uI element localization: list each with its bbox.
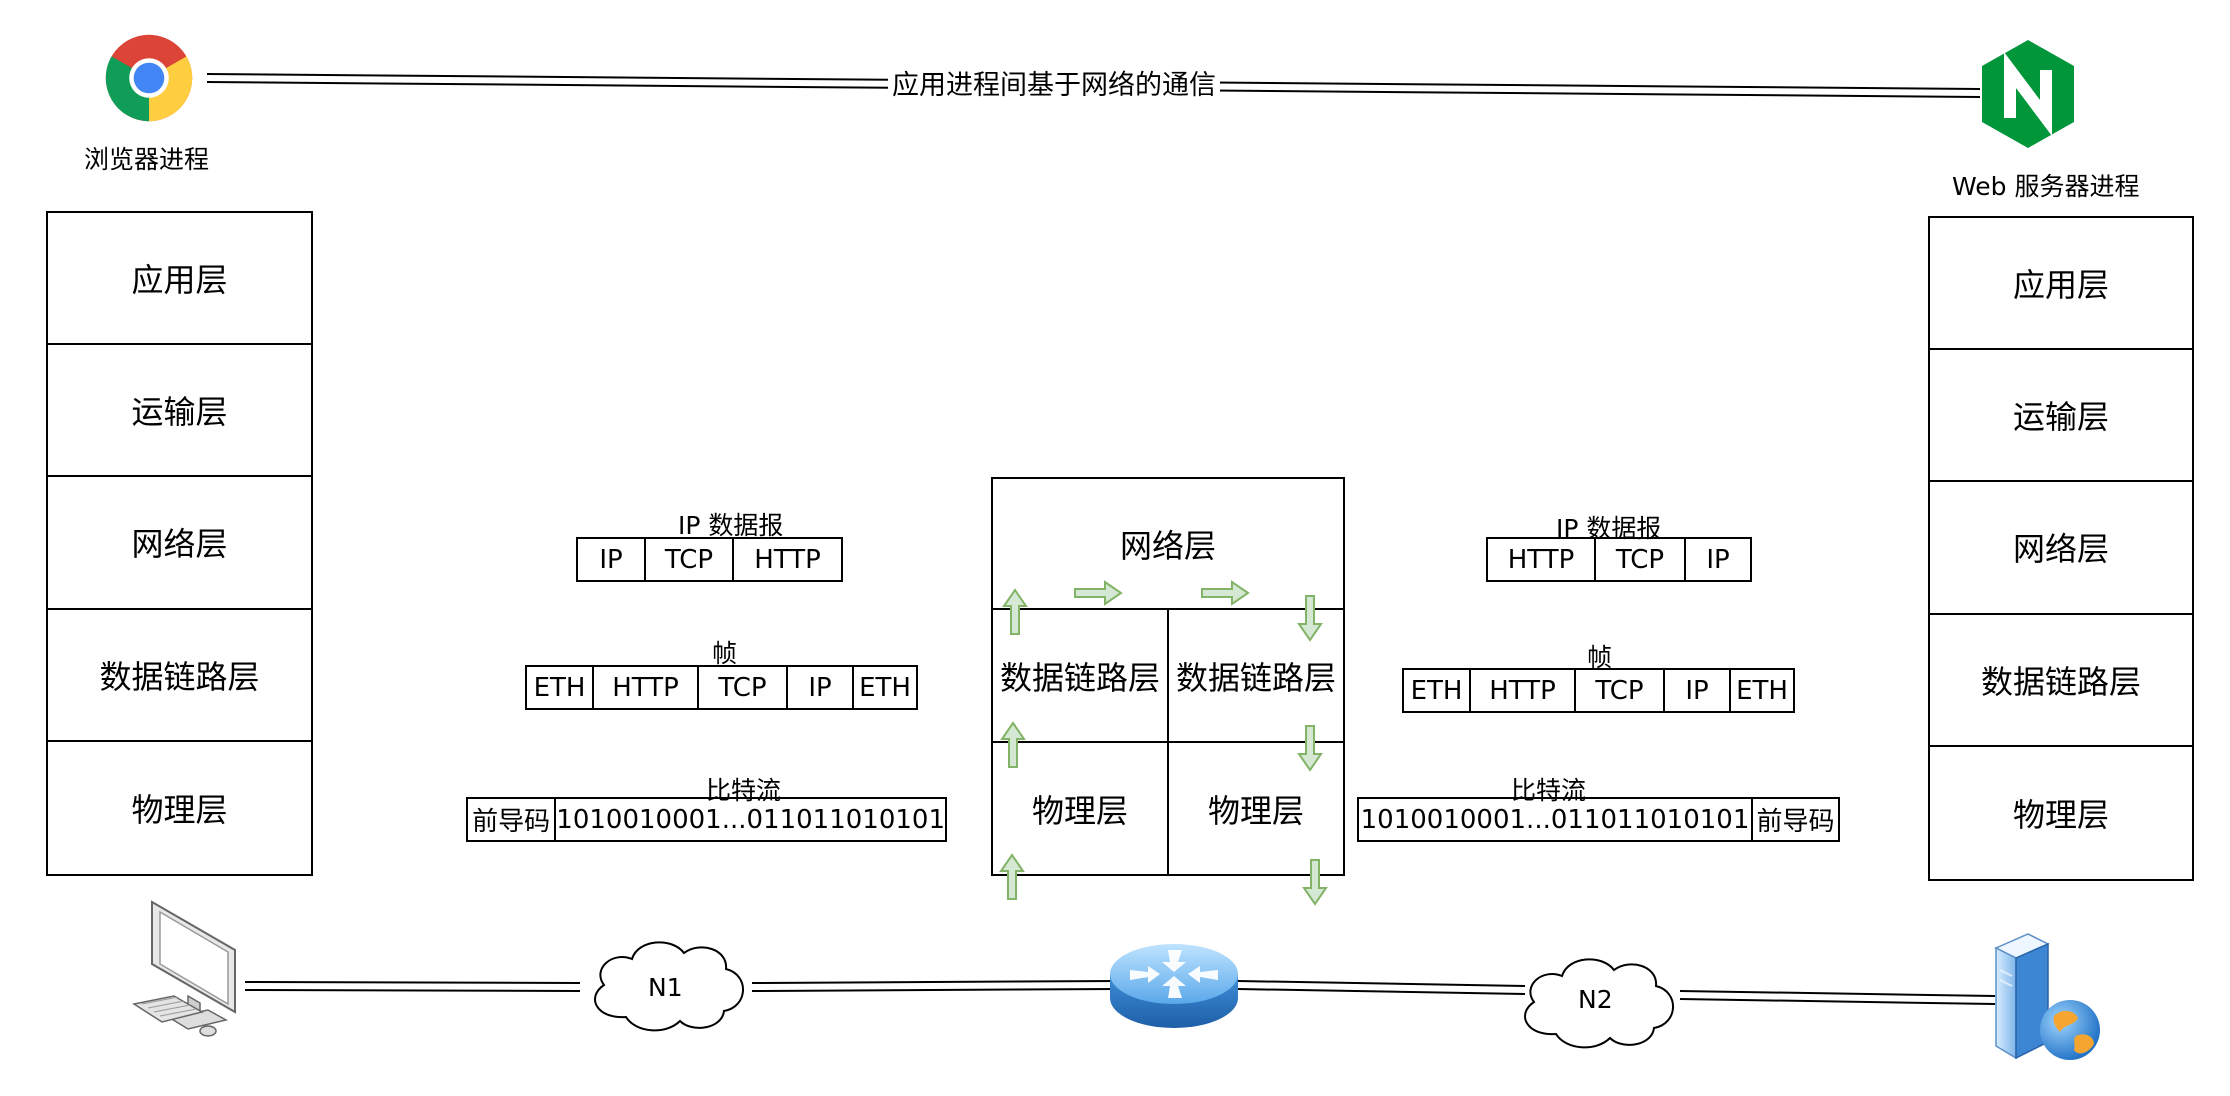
bitstream: 1010010001...011011010101 前导码 bbox=[1357, 797, 1840, 842]
frame: ETH HTTP TCP IP ETH bbox=[525, 665, 918, 710]
router-protocol-stack: 网络层 数据链路层 数据链路层 物理层 物理层 bbox=[991, 477, 1345, 876]
browser-process-label: 浏览器进程 bbox=[84, 145, 210, 174]
router-physical-right: 物理层 bbox=[1207, 791, 1304, 830]
eth-trailer: ETH bbox=[1736, 675, 1788, 706]
datalink-layer: 数据链路层 bbox=[1930, 615, 2192, 747]
datalink-layer: 数据链路层 bbox=[48, 610, 311, 742]
ip-datagram: HTTP TCP IP bbox=[1486, 537, 1752, 582]
arrow-down-icon bbox=[1303, 859, 1327, 905]
network-link bbox=[244, 980, 1996, 1005]
frame: ETH HTTP TCP IP ETH bbox=[1402, 668, 1795, 713]
router-network-layer: 网络层 bbox=[993, 479, 1343, 610]
arrow-up-icon bbox=[1000, 854, 1024, 900]
computer-icon bbox=[132, 900, 236, 1037]
ip-header: IP bbox=[578, 539, 646, 580]
eth-trailer: ETH bbox=[859, 672, 911, 703]
chrome-icon bbox=[105, 34, 193, 122]
physical-layer: 物理层 bbox=[131, 790, 228, 829]
cloud-icon bbox=[1524, 958, 1674, 1049]
bitstream: 前导码 1010010001...011011010101 bbox=[466, 797, 947, 842]
ip-header: IP bbox=[1706, 544, 1730, 575]
physical-layer: 物理层 bbox=[2012, 795, 2109, 834]
bitstream-caption: 比特流 bbox=[706, 776, 782, 805]
ip-datagram-caption: IP 数据报 bbox=[678, 511, 784, 540]
ip-datagram: IP TCP HTTP bbox=[576, 537, 843, 582]
http-data: HTTP bbox=[594, 667, 699, 708]
preamble: 前导码 bbox=[468, 799, 557, 840]
tcp-header: TCP bbox=[1596, 539, 1686, 580]
tcp-header: TCP bbox=[699, 667, 788, 708]
web-server-process-label: Web 服务器进程 bbox=[1952, 172, 2140, 201]
frame-caption: 帧 bbox=[1587, 643, 1613, 672]
frame-caption: 帧 bbox=[712, 639, 738, 668]
network-layer: 网络层 bbox=[1930, 482, 2192, 615]
ip-header: IP bbox=[1665, 670, 1731, 711]
ip-header: IP bbox=[788, 667, 854, 708]
network-n1-label: N1 bbox=[648, 973, 683, 1002]
bits: 1010010001...011011010101 bbox=[556, 804, 945, 835]
browser-protocol-stack: 应用层 运输层 网络层 数据链路层 物理层 bbox=[46, 211, 313, 876]
http-data: HTTP bbox=[1488, 539, 1596, 580]
server-icon bbox=[1994, 933, 2100, 1060]
arrow-down-icon bbox=[1298, 725, 1322, 771]
arrow-right-icon bbox=[1074, 581, 1122, 605]
arrow-down-icon bbox=[1298, 595, 1322, 641]
tcp-header: TCP bbox=[1576, 670, 1665, 711]
network-layer: 网络层 bbox=[48, 477, 311, 610]
router-datalink-right: 数据链路层 bbox=[1169, 610, 1343, 743]
router-physical-left: 物理层 bbox=[993, 743, 1169, 874]
preamble: 前导码 bbox=[1756, 807, 1835, 837]
communication-title: 应用进程间基于网络的通信 bbox=[888, 63, 1220, 102]
application-layer: 应用层 bbox=[1930, 218, 2192, 351]
flow-arrows bbox=[1000, 581, 1327, 905]
cloud-icon bbox=[594, 941, 744, 1032]
bitstream-caption: 比特流 bbox=[1511, 776, 1587, 805]
tcp-header: TCP bbox=[646, 539, 734, 580]
eth-header: ETH bbox=[1404, 670, 1471, 711]
http-data: HTTP bbox=[1471, 670, 1576, 711]
transport-layer: 运输层 bbox=[48, 345, 311, 478]
router-datalink-left: 数据链路层 bbox=[993, 610, 1169, 743]
eth-header: ETH bbox=[527, 667, 594, 708]
transport-layer: 运输层 bbox=[1930, 350, 2192, 483]
bits: 1010010001...011011010101 bbox=[1359, 799, 1753, 840]
application-layer: 应用层 bbox=[48, 213, 311, 346]
server-protocol-stack: 应用层 运输层 网络层 数据链路层 物理层 bbox=[1928, 216, 2194, 881]
http-data: HTTP bbox=[754, 544, 821, 575]
router-icon bbox=[1110, 944, 1238, 1028]
arrow-up-icon bbox=[1001, 722, 1025, 768]
nginx-icon bbox=[1982, 40, 2074, 148]
network-n2-label: N2 bbox=[1578, 985, 1613, 1014]
arrow-up-icon bbox=[1003, 589, 1027, 635]
arrow-right-icon bbox=[1201, 581, 1249, 605]
